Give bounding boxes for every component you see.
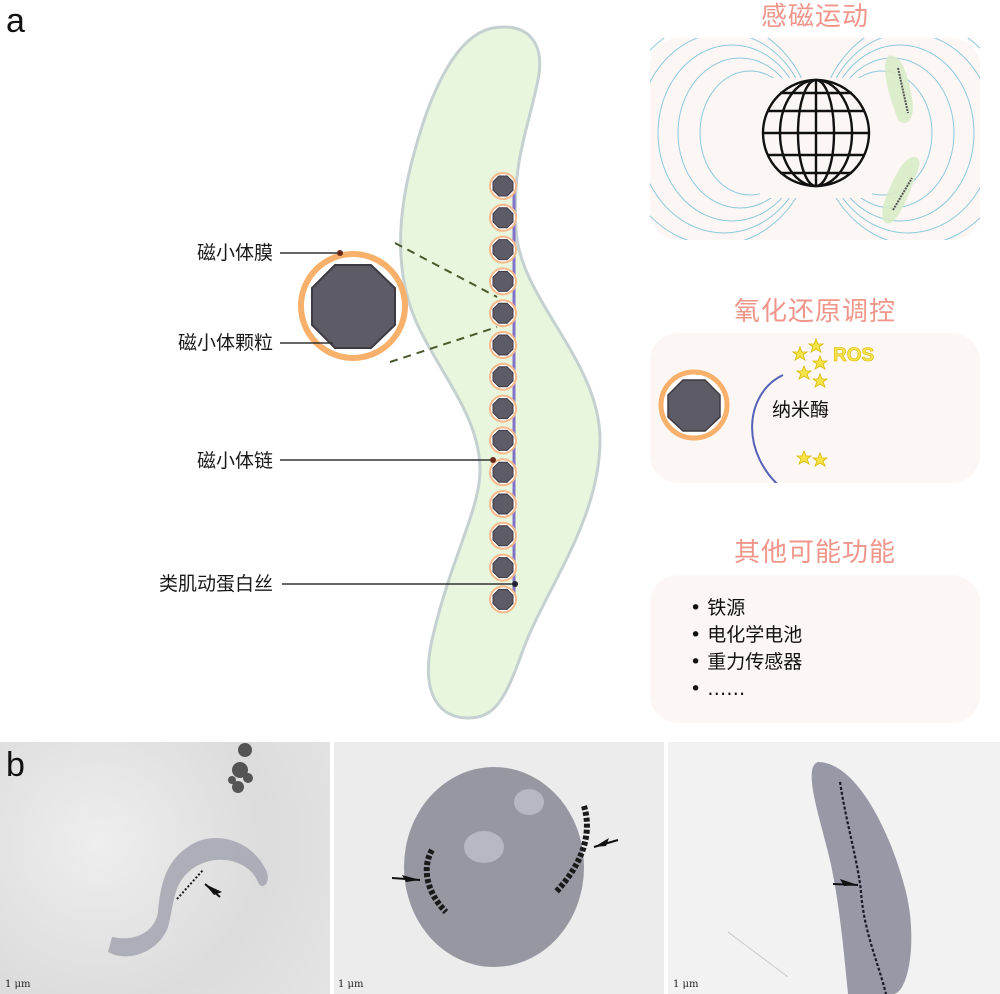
magnetite-crystal-icon: [492, 493, 514, 515]
magnetite-crystal-icon: [492, 525, 514, 547]
other-functions-list: 铁源 电化学电池 重力传感器 ……: [690, 595, 802, 703]
label-magnetosome-particle: 磁小体颗粒: [177, 332, 273, 354]
leader-dot-membrane: [337, 250, 343, 256]
card-title-redox-regulation: 氧化还原调控: [733, 297, 896, 327]
scale-bar-label-1: 1 μm: [5, 979, 31, 990]
magnetite-crystal-icon: [492, 334, 514, 356]
magnetite-crystal-icon: [492, 461, 514, 483]
card-redox-regulation: ROS 纳米酶: [650, 333, 980, 496]
nanozyme-label: 纳米酶: [772, 399, 830, 421]
card-title-other-functions: 其他可能功能: [733, 538, 896, 568]
leader-dot-chain: [490, 457, 496, 463]
panel-a-letter: a: [6, 2, 25, 40]
magnetosome-chain: [489, 172, 517, 614]
card-other-functions: 铁源 电化学电池 重力传感器 ……: [650, 575, 980, 723]
ros-stars-icon: [791, 337, 829, 388]
em-image-3: 1 μm: [668, 742, 1000, 994]
card-title-magnetotaxis: 感磁运动: [760, 2, 869, 32]
magnetite-crystal-icon: [492, 398, 514, 420]
em-image-1: b 1 μm: [0, 742, 330, 994]
product-stars-icon: [795, 449, 829, 467]
zoom-dashed-line-upper: [394, 242, 498, 298]
list-item-iron-source: 铁源: [690, 595, 802, 622]
leader-dot-filament: [512, 581, 518, 587]
zoom-dashed-line-lower: [389, 326, 498, 363]
list-item-gravity-sensor: 重力传感器: [690, 649, 802, 676]
magnetite-crystal-icon: [492, 207, 514, 229]
label-magnetosome-membrane: 磁小体膜: [196, 242, 273, 264]
scale-bar-label-3: 1 μm: [673, 979, 699, 990]
magnetite-crystal-icon: [492, 429, 514, 451]
ros-label: ROS: [833, 345, 875, 367]
reaction-arrow-icon: [751, 374, 786, 492]
label-actin-like-filament: 类肌动蛋白丝: [158, 573, 273, 595]
scale-bar-label-2: 1 μm: [338, 979, 364, 990]
magnetotactic-bacterium-diagram: [280, 25, 602, 720]
enlarged-magnetosome-particle: [311, 264, 396, 349]
list-item-electrochemical-battery: 电化学电池: [690, 622, 802, 649]
magnetite-crystal-icon: [492, 239, 514, 261]
card-magnetotaxis: [617, 20, 1000, 246]
magnetite-crystal-icon: [492, 175, 514, 197]
nanozyme-redox-diagram: [658, 337, 829, 496]
em-image-2: 1 μm: [334, 742, 664, 994]
earth-magnetic-field-icon: [617, 20, 1000, 246]
magnetite-crystal-icon: [492, 366, 514, 388]
list-item-ellipsis: ……: [690, 676, 802, 703]
magnetite-crystal-icon: [492, 302, 514, 324]
panel-b-letter: b: [6, 746, 25, 784]
magnetite-crystal-icon: [492, 557, 514, 579]
magnetite-crystal-icon: [492, 588, 514, 610]
label-magnetosome-chain: 磁小体链: [196, 450, 273, 472]
magnetite-crystal-icon: [492, 270, 514, 292]
nanozyme-particle-icon: [667, 379, 721, 432]
